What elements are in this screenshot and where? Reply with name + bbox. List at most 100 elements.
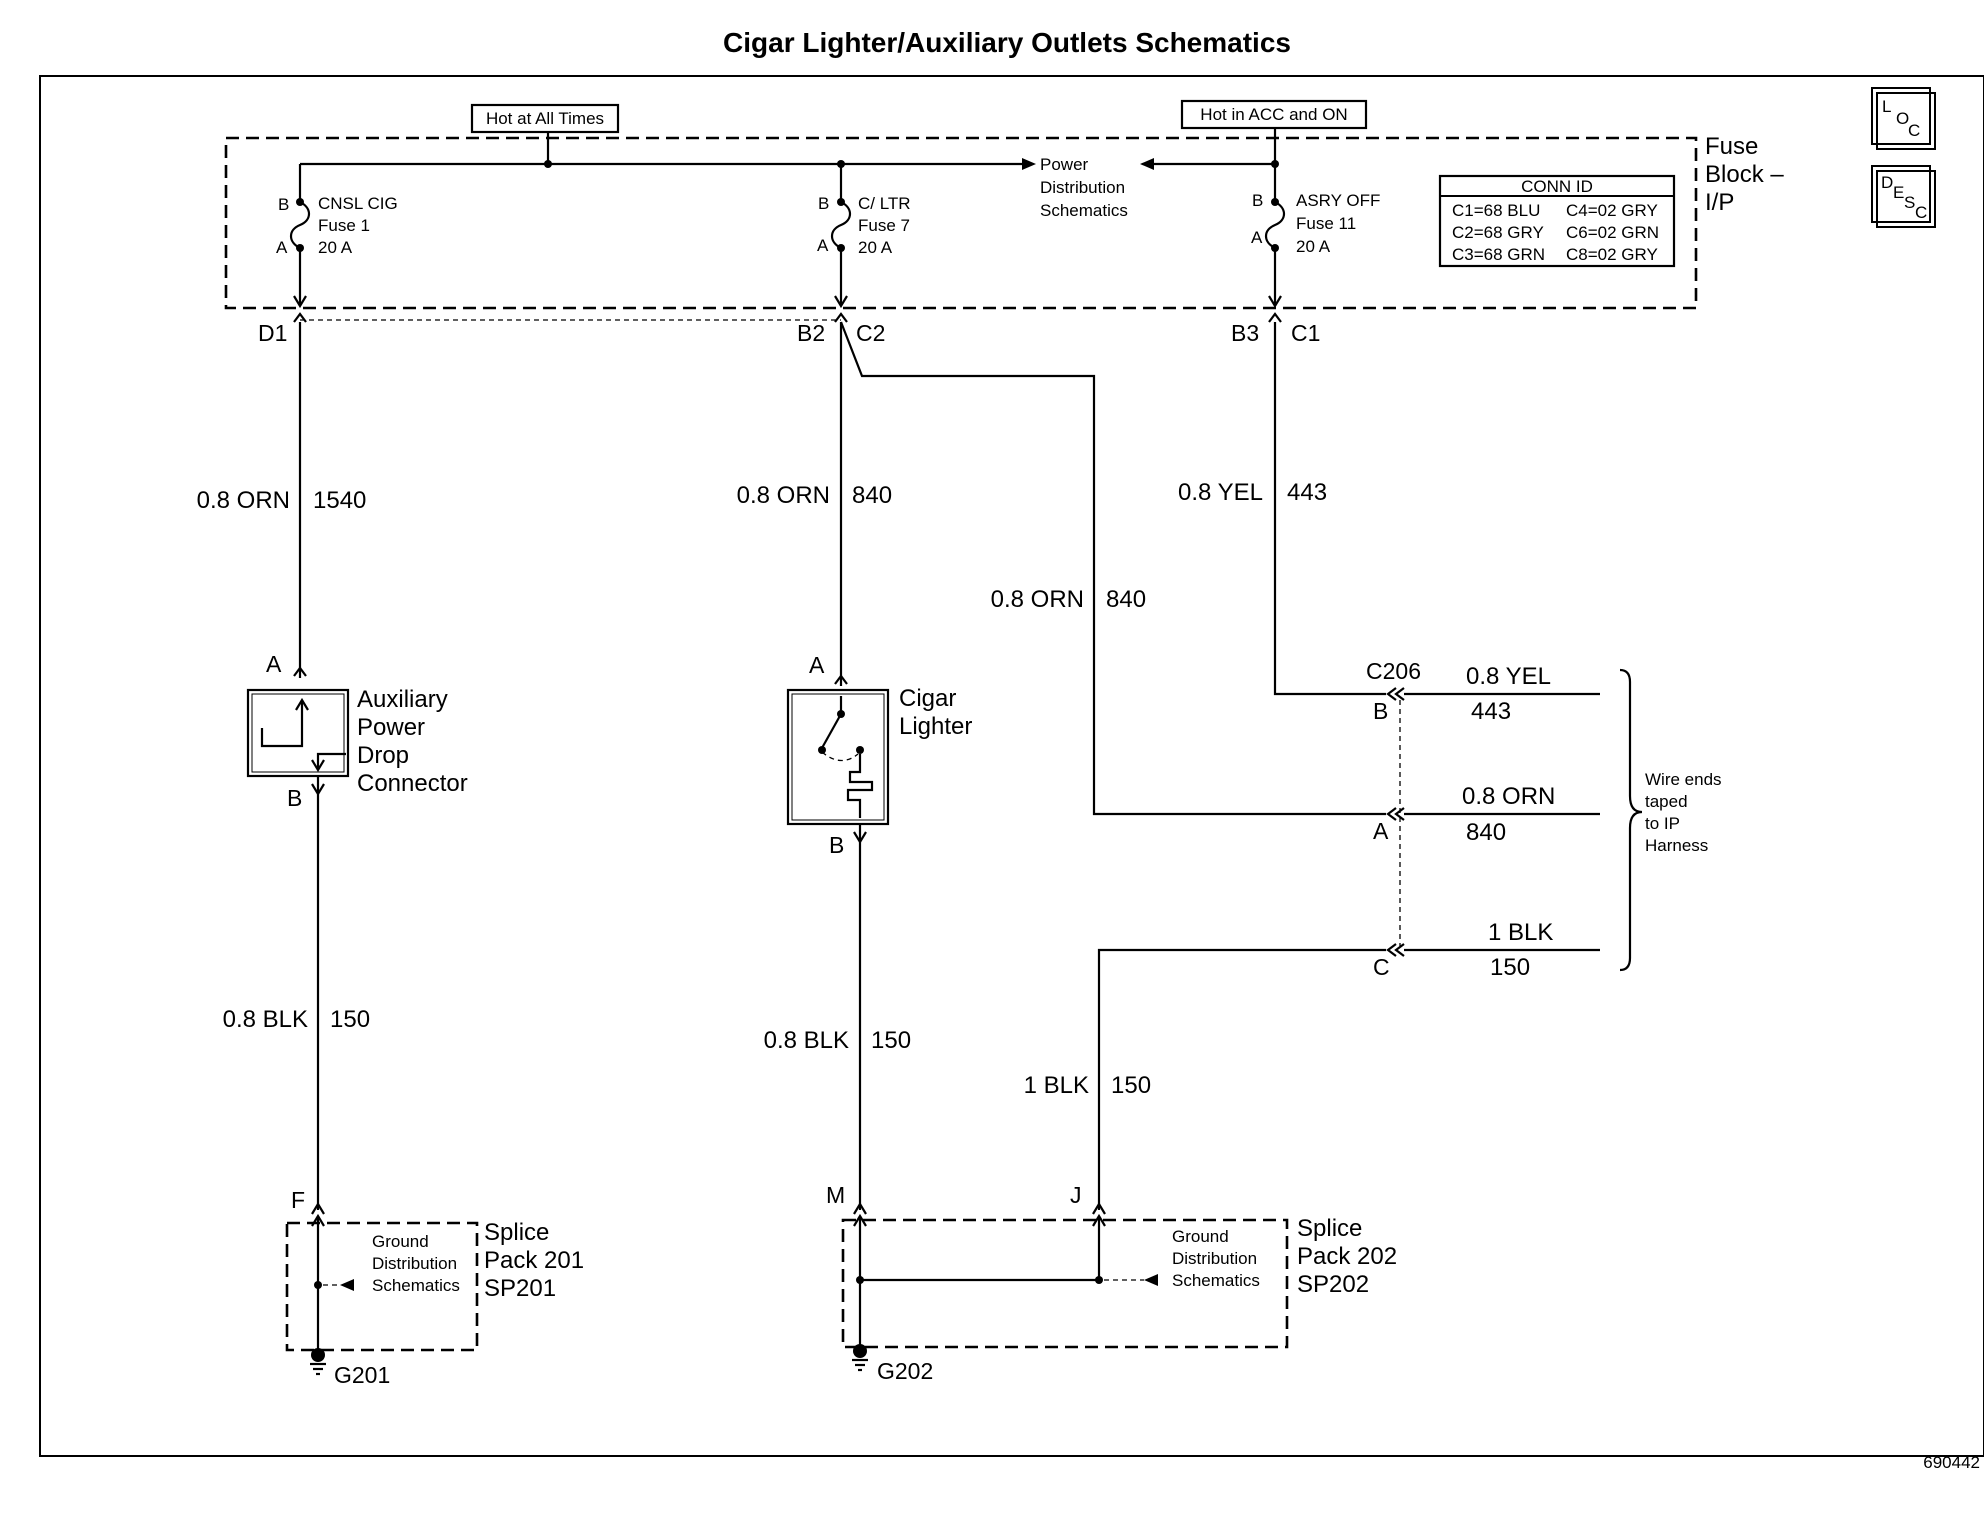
loc-icon[interactable]: L O C: [1871, 87, 1936, 150]
svg-text:Power: Power: [357, 714, 425, 741]
ground-g201: G201: [334, 1362, 390, 1388]
svg-text:Splice: Splice: [484, 1219, 549, 1246]
svg-text:C: C: [1908, 121, 1920, 140]
svg-text:150: 150: [1111, 1072, 1151, 1099]
svg-text:Hot at All Times: Hot at All Times: [486, 109, 604, 128]
fuse-11: B A ASRY OFF Fuse 11 20 A: [1251, 164, 1380, 309]
svg-text:S: S: [1904, 193, 1915, 212]
svg-text:M: M: [826, 1182, 845, 1208]
svg-text:Distribution: Distribution: [1172, 1249, 1257, 1268]
svg-text:1540: 1540: [313, 487, 366, 514]
svg-text:C4=02 GRY: C4=02 GRY: [1566, 201, 1658, 220]
svg-text:20 A: 20 A: [1296, 237, 1331, 256]
svg-text:443: 443: [1471, 698, 1511, 725]
svg-text:A: A: [266, 651, 282, 677]
svg-text:Hot in ACC and ON: Hot in ACC and ON: [1200, 105, 1347, 124]
desc-icon[interactable]: D E S C: [1871, 165, 1936, 228]
figure-id: 690442: [1923, 1453, 1980, 1472]
svg-text:20 A: 20 A: [858, 238, 893, 257]
svg-text:Pack 201: Pack 201: [484, 1247, 584, 1274]
svg-text:150: 150: [330, 1006, 370, 1033]
svg-text:150: 150: [871, 1027, 911, 1054]
svg-text:150: 150: [1490, 954, 1530, 981]
splice-pack-202: M J Ground Distribution Schematics Splic…: [826, 1182, 1397, 1384]
pin-c2: C2: [856, 320, 885, 346]
svg-text:ASRY OFF: ASRY OFF: [1296, 191, 1380, 210]
pin-d1: D1: [258, 320, 287, 346]
svg-text:B: B: [287, 785, 302, 811]
svg-text:0.8 YEL: 0.8 YEL: [1466, 663, 1551, 690]
svg-text:O: O: [1896, 109, 1909, 128]
svg-text:C2=68 GRY: C2=68 GRY: [1452, 223, 1544, 242]
splice-pack-201: F Ground Distribution Schematics Splice …: [285, 1187, 584, 1388]
svg-text:B: B: [829, 832, 844, 858]
svg-text:Pack 202: Pack 202: [1297, 1243, 1397, 1270]
svg-text:Power: Power: [1040, 155, 1089, 174]
svg-text:J: J: [1070, 1182, 1082, 1208]
svg-text:C: C: [1373, 954, 1390, 980]
svg-text:Splice: Splice: [1297, 1215, 1362, 1242]
svg-text:Ground: Ground: [1172, 1227, 1229, 1246]
svg-text:C206: C206: [1366, 658, 1421, 684]
svg-text:0.8 ORN: 0.8 ORN: [197, 487, 290, 514]
fuse-1: B A CNSL CIG Fuse 1 20 A: [276, 164, 398, 309]
svg-text:CONN ID: CONN ID: [1521, 177, 1593, 196]
svg-text:Schematics: Schematics: [372, 1276, 460, 1295]
svg-text:CNSL CIG: CNSL CIG: [318, 194, 398, 213]
svg-text:to IP: to IP: [1645, 814, 1680, 833]
cigar-lighter: A Cigar Lighter B: [786, 652, 972, 858]
svg-text:Block –: Block –: [1705, 161, 1784, 188]
pin-c1: C1: [1291, 320, 1320, 346]
svg-text:Fuse 11: Fuse 11: [1296, 214, 1356, 233]
svg-text:SP201: SP201: [484, 1275, 556, 1302]
circuit-443-wire: 0.8 YEL 443: [1178, 322, 1386, 696]
connector-c206: C206 B 0.8 YEL 443 A 0.8 ORN 840 C 1 BLK…: [1366, 658, 1722, 981]
svg-text:Schematics: Schematics: [1040, 201, 1128, 220]
svg-text:D: D: [1881, 173, 1893, 192]
fuse-block: Fuse Block – I/P Hot at All Times Power …: [224, 99, 1784, 310]
svg-text:Connector: Connector: [357, 770, 468, 797]
svg-text:A: A: [1251, 228, 1263, 247]
svg-text:A: A: [817, 236, 829, 255]
conn-id-table: CONN ID C1=68 BLU C4=02 GRY C2=68 GRY C6…: [1438, 174, 1676, 268]
svg-text:A: A: [809, 652, 825, 678]
svg-text:Fuse: Fuse: [1705, 133, 1758, 160]
svg-text:1 BLK: 1 BLK: [1024, 1072, 1089, 1099]
svg-text:1 BLK: 1 BLK: [1488, 919, 1553, 946]
svg-text:C3=68 GRN: C3=68 GRN: [1452, 245, 1545, 264]
svg-text:0.8 ORN: 0.8 ORN: [991, 586, 1084, 613]
svg-text:C/ LTR: C/ LTR: [858, 194, 911, 213]
svg-text:443: 443: [1287, 479, 1327, 506]
svg-text:C8=02 GRY: C8=02 GRY: [1566, 245, 1658, 264]
svg-text:C6=02 GRN: C6=02 GRN: [1566, 223, 1659, 242]
svg-text:0.8 ORN: 0.8 ORN: [1462, 783, 1555, 810]
svg-text:Distribution: Distribution: [372, 1254, 457, 1273]
svg-text:Harness: Harness: [1645, 836, 1708, 855]
circuit-150-c206-wire: 1 BLK 150: [1024, 948, 1386, 1215]
circuit-1540-wire: 0.8 ORN 1540: [197, 322, 366, 678]
svg-text:C1=68 BLU: C1=68 BLU: [1452, 201, 1540, 220]
circuit-150-left-wire: 0.8 BLK 150: [223, 794, 370, 1215]
auxiliary-power-drop-connector: A Auxiliary Power Drop Connector B: [246, 651, 468, 811]
svg-text:B: B: [1252, 191, 1263, 210]
circuit-840-lighter-wire: 0.8 ORN 840: [737, 322, 892, 686]
hot-at-all-times-label: [470, 103, 620, 134]
svg-text:840: 840: [852, 482, 892, 509]
svg-text:Cigar: Cigar: [899, 685, 956, 712]
svg-text:Fuse 1: Fuse 1: [318, 216, 370, 235]
svg-text:B: B: [278, 195, 289, 214]
svg-text:A: A: [276, 238, 288, 257]
svg-text:Wire ends: Wire ends: [1645, 770, 1722, 789]
pin-b2: B2: [797, 320, 825, 346]
svg-text:B: B: [1373, 698, 1388, 724]
svg-text:Fuse 7: Fuse 7: [858, 216, 910, 235]
pin-b3: B3: [1231, 320, 1259, 346]
svg-text:E: E: [1893, 183, 1904, 202]
svg-text:taped: taped: [1645, 792, 1688, 811]
power-distribution-reference[interactable]: Power Distribution Schematics: [1040, 155, 1128, 220]
svg-text:0.8 BLK: 0.8 BLK: [764, 1027, 849, 1054]
fuse-7: B A C/ LTR Fuse 7 20 A: [817, 164, 911, 309]
svg-text:Distribution: Distribution: [1040, 178, 1125, 197]
svg-text:C: C: [1915, 203, 1927, 222]
